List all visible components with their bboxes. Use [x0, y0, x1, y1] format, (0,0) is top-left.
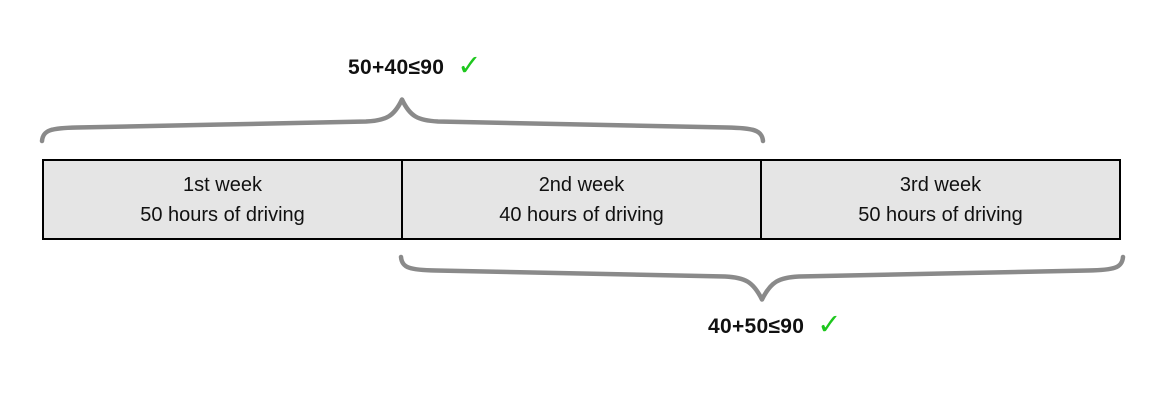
week-1-subtitle: 50 hours of driving: [140, 203, 305, 226]
check-icon: ✓: [457, 49, 482, 82]
top-brace: [39, 97, 766, 144]
bottom-constraint-formula: 40+50≤90: [708, 315, 805, 338]
weeks-table: 1st week 50 hours of driving 2nd week 40…: [42, 159, 1121, 240]
top-constraint-label: 50+40≤90 ✓: [348, 49, 482, 83]
week-3-title: 3rd week: [899, 173, 982, 196]
cell-week-3: 3rd week 50 hours of driving: [760, 161, 1119, 238]
top-constraint-formula: 50+40≤90: [348, 56, 445, 79]
week-1-title: 1st week: [183, 173, 262, 196]
week-3-subtitle: 50 hours of driving: [858, 203, 1023, 226]
week-2-title: 2nd week: [538, 173, 625, 196]
check-icon: ✓: [817, 308, 842, 341]
bottom-constraint-label: 40+50≤90 ✓: [708, 308, 842, 342]
bottom-brace: [398, 254, 1126, 302]
cell-week-1: 1st week 50 hours of driving: [44, 161, 401, 238]
week-2-subtitle: 40 hours of driving: [499, 203, 664, 226]
cell-week-2: 2nd week 40 hours of driving: [401, 161, 760, 238]
